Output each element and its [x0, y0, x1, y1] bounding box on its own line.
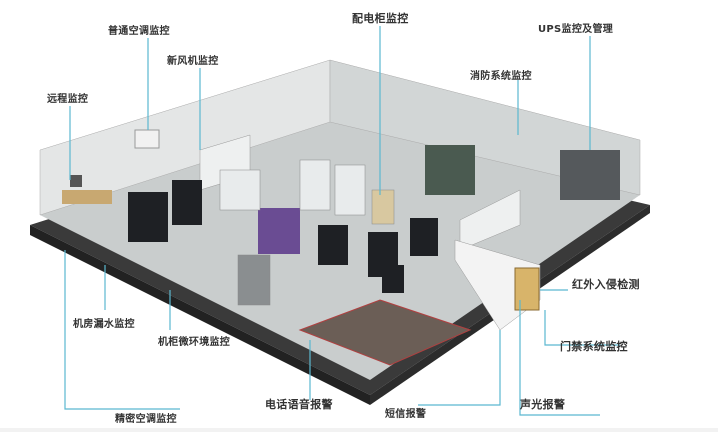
- access-door: [514, 267, 540, 311]
- cable-grid: [298, 299, 472, 366]
- monitor: [70, 175, 82, 187]
- label-ups-monitoring: UPS监控及管理: [538, 24, 614, 35]
- label-remote-monitoring: 远程监控: [47, 94, 89, 105]
- bottom-strip: [0, 428, 718, 432]
- label-access-control: 门禁系统监控: [560, 340, 628, 353]
- purple-racks: [258, 208, 300, 254]
- label-precision-ac-monitoring: 精密空调监控: [115, 414, 177, 425]
- label-sms-alarm: 短信报警: [385, 409, 427, 420]
- ac-unit: [134, 129, 160, 149]
- label-power-cabinet-monitoring: 配电柜监控: [352, 12, 409, 25]
- leader-lines: [64, 26, 620, 416]
- label-fresh-air-monitoring: 新风机监控: [167, 56, 219, 67]
- label-fire-system-monitoring: 消防系统监控: [470, 71, 532, 82]
- control-desk: [62, 190, 112, 204]
- label-sound-light-alarm: 声光报警: [520, 398, 566, 411]
- label-phone-voice-alarm: 电话语音报警: [265, 398, 333, 411]
- server-racks: [128, 145, 620, 293]
- partition-wall-right: [459, 189, 521, 251]
- label-rack-environment-monitoring: 机柜微环境监控: [158, 337, 231, 348]
- floor-edge-left: [30, 225, 370, 405]
- label-infrared-intrusion: 红外入侵检测: [572, 278, 640, 291]
- label-normal-ac-monitoring: 普通空调监控: [108, 26, 170, 37]
- grey-cabinets: [219, 159, 395, 306]
- label-water-leak-monitoring: 机房漏水监控: [73, 319, 135, 330]
